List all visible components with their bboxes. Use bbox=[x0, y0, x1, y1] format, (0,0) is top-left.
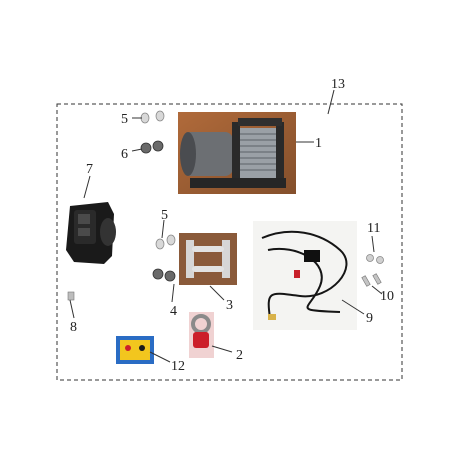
flat-washer-pair-upper bbox=[140, 110, 165, 124]
callout-12: 12 bbox=[171, 359, 185, 374]
control-panel-photo bbox=[116, 336, 154, 364]
nut-pair-upper bbox=[140, 140, 164, 154]
callout-7: 7 bbox=[86, 162, 93, 177]
bolt-part-8 bbox=[67, 291, 75, 301]
wiring-harness-photo bbox=[253, 221, 357, 330]
washer-pair-part-11 bbox=[366, 254, 384, 264]
hook-photo bbox=[189, 312, 214, 358]
winch-photo bbox=[178, 112, 296, 194]
callout-10: 10 bbox=[380, 289, 394, 304]
roller-fairlead-photo bbox=[179, 233, 237, 285]
callout-8: 8 bbox=[70, 320, 77, 335]
callout-6: 6 bbox=[121, 147, 128, 162]
callout-13: 13 bbox=[331, 77, 345, 92]
nut-pair-lower bbox=[152, 268, 176, 282]
leader-lines bbox=[69, 89, 383, 363]
callout-3: 3 bbox=[226, 298, 233, 313]
callout-4: 4 bbox=[170, 304, 177, 319]
callout-5-lower: 5 bbox=[161, 208, 168, 223]
callout-11: 11 bbox=[367, 221, 380, 236]
callout-1: 1 bbox=[315, 136, 322, 151]
bolt-pair-part-10 bbox=[361, 273, 382, 287]
remote-control-photo bbox=[66, 202, 116, 264]
callout-2: 2 bbox=[236, 348, 243, 363]
callout-9: 9 bbox=[366, 311, 373, 326]
assembly-boundary bbox=[56, 103, 403, 381]
flat-washer-pair-lower bbox=[155, 234, 176, 250]
callout-5-upper: 5 bbox=[121, 112, 128, 127]
